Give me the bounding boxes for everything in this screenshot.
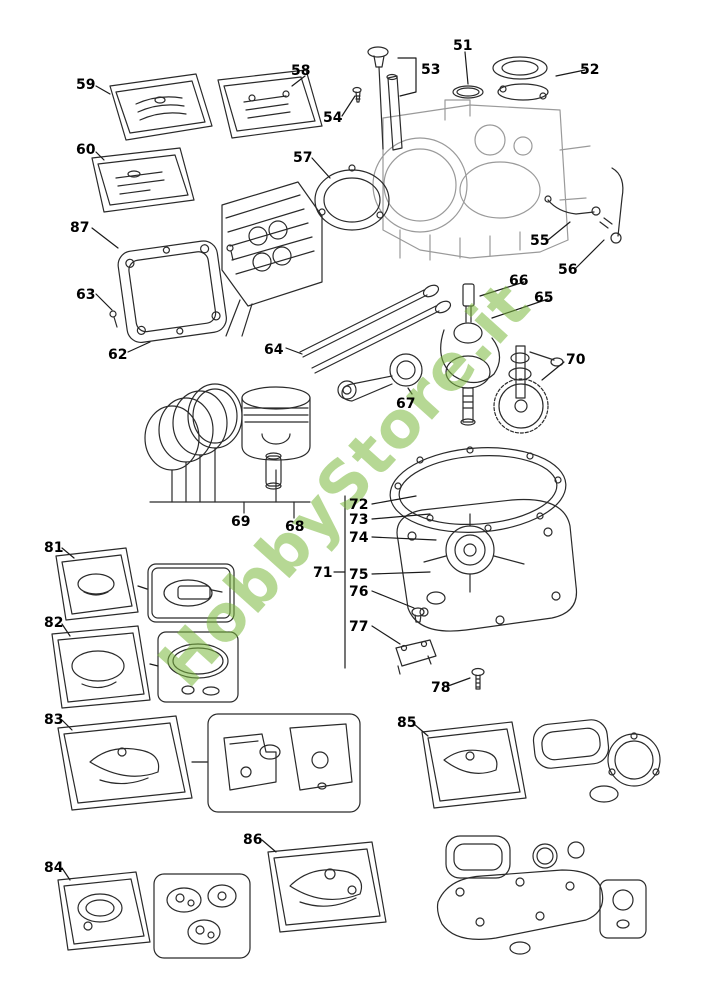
callout-67: 67: [396, 396, 416, 412]
camshaft-drawing: [493, 345, 564, 434]
cylinder-head-drawing: [221, 181, 323, 337]
callout-52: 52: [580, 62, 600, 78]
crankshaft-drawing: [440, 283, 501, 426]
screw-54-drawing: [352, 86, 362, 103]
callout-75: 75: [349, 567, 369, 583]
oring-51-drawing: [452, 85, 484, 99]
callout-69: 69: [231, 514, 251, 530]
callout-81: 81: [44, 540, 64, 556]
governor-arm-drawing: [544, 167, 624, 244]
callout-63: 63: [76, 287, 96, 303]
detail-box-81-drawing: [147, 563, 235, 623]
callout-68: 68: [285, 519, 305, 535]
callout-74: 74: [349, 530, 369, 546]
bag-86-drawing: [267, 841, 387, 933]
detail-box-82-drawing: [157, 631, 239, 703]
callout-73: 73: [349, 512, 369, 528]
callout-77: 77: [349, 619, 369, 635]
callout-53: 53: [421, 62, 441, 78]
detail-box-84-drawing: [153, 873, 251, 959]
dipstick-drawing: [367, 46, 403, 151]
bag-81-drawing: [55, 547, 139, 621]
bag-84-drawing: [57, 871, 151, 951]
bag-82-drawing: [51, 625, 151, 709]
callout-62: 62: [108, 347, 128, 363]
callout-60: 60: [76, 142, 96, 158]
callout-71: 71: [313, 565, 333, 581]
callout-55: 55: [530, 233, 550, 249]
callout-72: 72: [349, 497, 369, 513]
callout-65: 65: [534, 290, 554, 306]
bag-59-drawing: [109, 73, 213, 141]
callout-84: 84: [44, 860, 64, 876]
piston-drawing: [241, 386, 311, 490]
callout-66: 66: [509, 273, 529, 289]
callout-54: 54: [323, 110, 343, 126]
callout-82: 82: [44, 615, 64, 631]
sump-gasket-drawing: [389, 446, 567, 533]
detail-box-83-drawing: [207, 713, 361, 813]
callout-78: 78: [431, 680, 451, 696]
cover-screws-drawing: [109, 244, 234, 328]
bag-58-drawing: [217, 69, 323, 139]
callout-59: 59: [76, 77, 96, 93]
rings-shelf-drawing: [149, 447, 311, 519]
callout-85: 85: [397, 715, 417, 731]
valves-drawing: [299, 284, 452, 374]
callout-83: 83: [44, 712, 64, 728]
leader-lines: [61, 51, 605, 881]
valve-cover-drawing: [117, 240, 227, 344]
bag-83-drawing: [57, 715, 193, 811]
callout-56: 56: [558, 262, 578, 278]
gasket-set-86-drawing: [436, 835, 647, 955]
breather-cover-drawing: [492, 56, 549, 101]
callout-58: 58: [291, 63, 311, 79]
callout-64: 64: [264, 342, 284, 358]
callout-87: 87: [70, 220, 90, 236]
callout-70: 70: [566, 352, 586, 368]
callout-51: 51: [453, 38, 473, 54]
oil-plug-drawing: [411, 607, 425, 623]
callout-86: 86: [243, 832, 263, 848]
callout-57: 57: [293, 150, 313, 166]
gasket-set-85-drawing: [532, 719, 661, 803]
bag-60-drawing: [91, 147, 195, 213]
bag-85-drawing: [421, 721, 527, 809]
screw-78-drawing: [471, 667, 485, 690]
head-gasket-drawing: [314, 164, 390, 231]
crankcase-sump-drawing: [396, 498, 578, 632]
bracket-77-drawing: [395, 639, 437, 675]
callout-76: 76: [349, 584, 369, 600]
connecting-rod-drawing: [337, 353, 423, 402]
